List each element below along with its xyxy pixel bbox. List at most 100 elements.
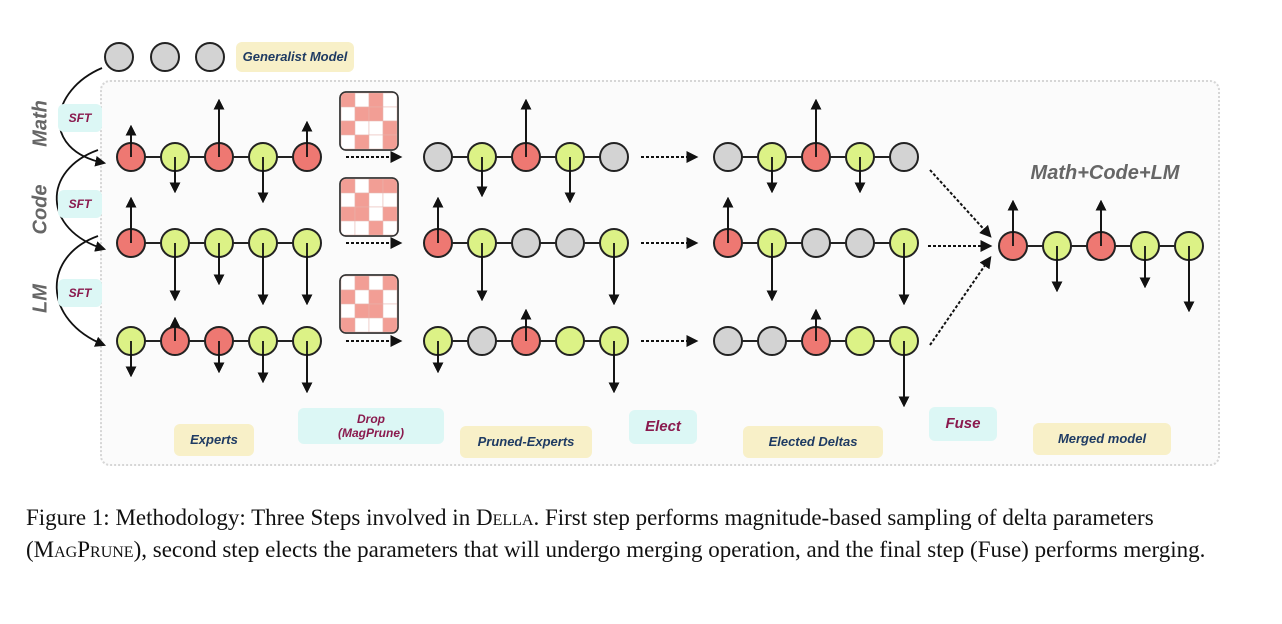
mask-cell	[368, 134, 384, 150]
magprune-mask	[339, 274, 399, 334]
mask-border	[339, 274, 399, 334]
mask-cell	[340, 192, 356, 208]
mask-cell	[340, 178, 356, 194]
merged-model-title: Math+Code+LM	[1030, 162, 1180, 184]
elected-code	[713, 196, 919, 306]
math-label: Math	[29, 100, 52, 147]
parameter-node	[801, 228, 831, 258]
flow-arrows	[346, 151, 993, 347]
flow-arrow	[929, 169, 992, 238]
magprune-mask	[339, 91, 399, 151]
mask-cell	[368, 275, 384, 291]
elected-lm	[713, 308, 919, 408]
mask-cell	[368, 206, 384, 222]
mask-cell	[340, 134, 356, 150]
parameter-node	[555, 326, 585, 356]
mask-cell	[340, 275, 356, 291]
parameter-node	[845, 326, 875, 356]
sft-curve	[55, 235, 107, 347]
mask-cell	[354, 220, 370, 236]
mask-border	[339, 91, 399, 151]
mask-cell	[382, 92, 398, 108]
mask-cell	[382, 178, 398, 194]
flow-arrow	[929, 256, 992, 346]
mask-cell	[354, 317, 370, 333]
pruned-lm	[423, 308, 629, 394]
mask-cell	[368, 303, 384, 319]
generalist-node	[150, 42, 180, 72]
mask-cell	[382, 317, 398, 333]
magprune-masks	[339, 91, 399, 334]
drop-label-subtitle: (MagPrune)	[338, 426, 404, 440]
drop-label: Drop (MagPrune)	[298, 408, 444, 444]
diagram-panel	[100, 80, 1220, 466]
caption-della: Della	[475, 505, 534, 530]
mask-cell	[382, 275, 398, 291]
caption-part-2: . First step performs magnitude-based sa…	[26, 505, 1154, 562]
mask-cell	[368, 317, 384, 333]
mask-cell	[340, 289, 356, 305]
mask-cell	[340, 120, 356, 136]
sft-badge-lm: SFT	[58, 279, 102, 307]
parameter-chains	[104, 42, 1204, 408]
elected-math	[713, 98, 919, 194]
mask-cell	[368, 92, 384, 108]
pruned-experts-label: Pruned-Experts	[460, 426, 592, 458]
mask-border	[339, 177, 399, 237]
parameter-node	[467, 326, 497, 356]
lm-label: LM	[29, 284, 52, 313]
mask-cell	[354, 289, 370, 305]
experts-lm	[116, 316, 322, 394]
generalist-node	[195, 42, 225, 72]
mask-cell	[354, 134, 370, 150]
generalist-node	[104, 42, 134, 72]
mask-cell	[354, 275, 370, 291]
mask-cell	[340, 106, 356, 122]
experts-math	[116, 98, 322, 204]
mask-cell	[340, 303, 356, 319]
experts-label: Experts	[174, 424, 254, 456]
mask-cell	[382, 220, 398, 236]
drop-label-title: Drop	[357, 411, 385, 426]
pruned-math	[423, 98, 629, 204]
pruned-code	[423, 196, 629, 306]
fuse-label: Fuse	[929, 407, 997, 441]
mask-cell	[354, 192, 370, 208]
mask-cell	[382, 303, 398, 319]
parameter-node	[423, 142, 453, 172]
parameter-node	[713, 326, 743, 356]
sft-badge-math: SFT	[58, 104, 102, 132]
parameter-node	[555, 228, 585, 258]
mask-cell	[340, 206, 356, 222]
elect-label: Elect	[629, 410, 697, 444]
magprune-mask	[339, 177, 399, 237]
generalist-model	[104, 42, 225, 72]
sft-curve	[55, 149, 107, 252]
parameter-node	[757, 326, 787, 356]
generalist-model-label: Generalist Model	[236, 42, 354, 72]
merged-chain	[998, 199, 1204, 313]
mask-cell	[382, 206, 398, 222]
mask-cell	[382, 106, 398, 122]
mask-cell	[382, 134, 398, 150]
mask-cell	[382, 120, 398, 136]
mask-cell	[354, 92, 370, 108]
mask-cell	[368, 220, 384, 236]
mask-cell	[354, 178, 370, 194]
parameter-node	[713, 142, 743, 172]
mask-cell	[368, 178, 384, 194]
caption-part-3: ), second step elects the parameters tha…	[133, 537, 1206, 562]
mask-cell	[354, 120, 370, 136]
mask-cell	[368, 289, 384, 305]
mask-cell	[354, 303, 370, 319]
parameter-node	[599, 142, 629, 172]
elected-deltas-label: Elected Deltas	[743, 426, 883, 458]
experts-code	[116, 196, 322, 306]
mask-cell	[340, 317, 356, 333]
mask-cell	[382, 192, 398, 208]
mask-cell	[382, 289, 398, 305]
parameter-node	[889, 142, 919, 172]
mask-cell	[340, 92, 356, 108]
